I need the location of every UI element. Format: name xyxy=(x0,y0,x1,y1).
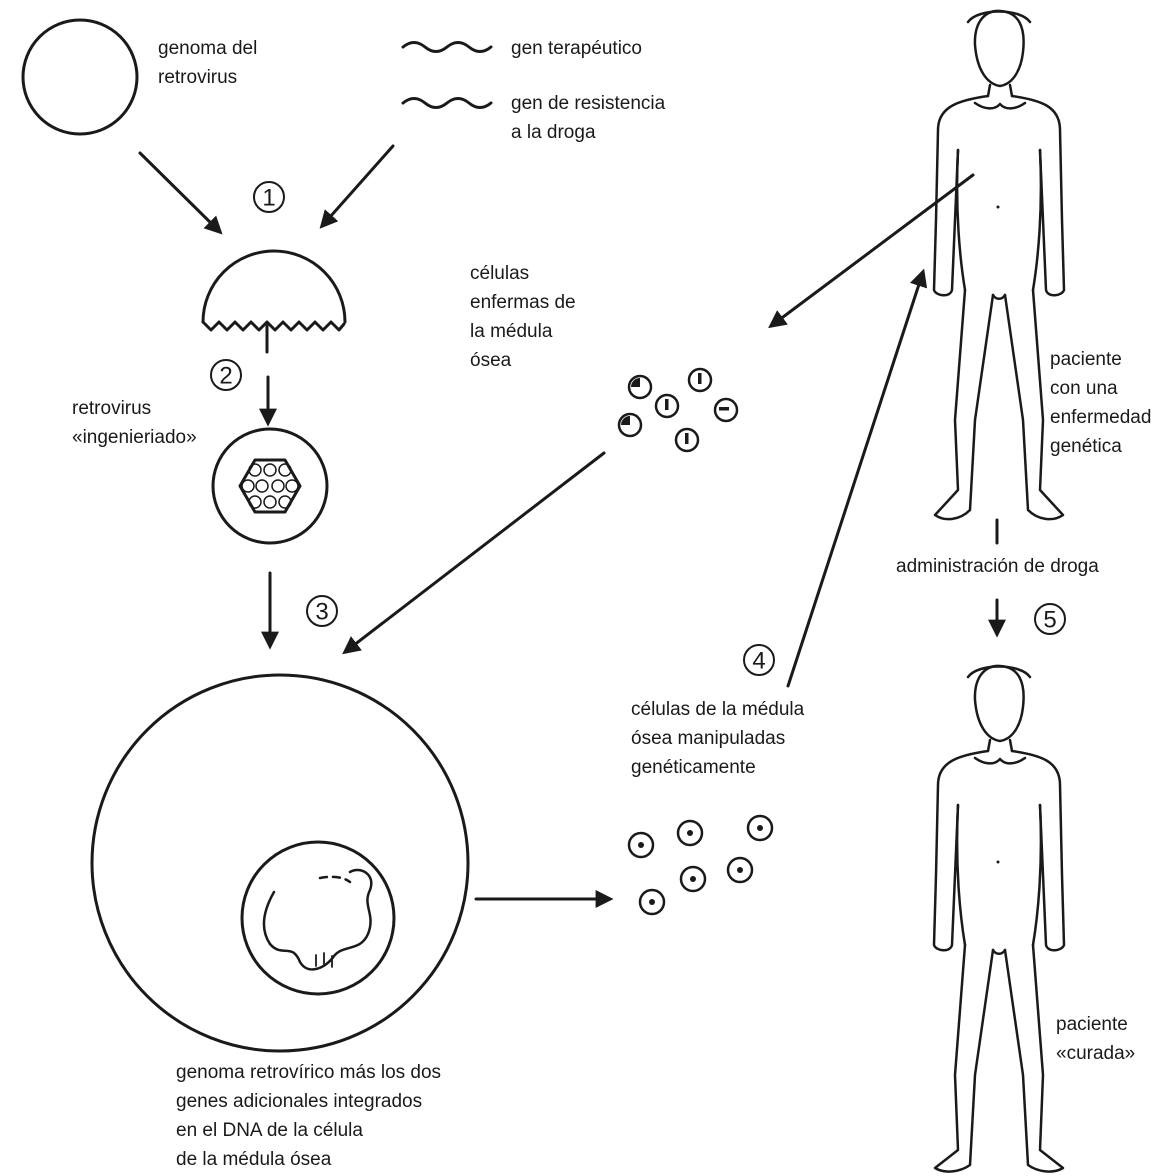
engineered-retrovirus-label: retrovirus «ingenieriado» xyxy=(72,394,197,452)
integrated-genome-label: genoma retrovírico más los dos genes adi… xyxy=(176,1058,441,1174)
diseased-cells-label: células enfermas de la médula ósea xyxy=(470,259,576,375)
manipulated-cells-label: células de la médula ósea manipuladas ge… xyxy=(631,695,804,782)
cured-patient-navel xyxy=(997,861,1000,864)
engineered-retrovirus-circle xyxy=(213,429,327,543)
step-5-number: 5 xyxy=(1043,607,1056,634)
patient-with-disease-label: paciente con una enfermedad genética xyxy=(1050,345,1151,461)
cured-patient-label: paciente «curada» xyxy=(1056,1010,1135,1068)
resistance-gene-squiggle xyxy=(403,99,491,108)
bone-marrow-cell xyxy=(92,675,468,1051)
resistance-gene-label: gen de resistencia a la droga xyxy=(511,89,665,147)
arrow-patient-to-diseased-cells xyxy=(771,175,973,326)
step-4-number: 4 xyxy=(752,648,765,675)
patient-navel xyxy=(997,206,1000,209)
arrow-diseased-cells-to-cell xyxy=(345,453,604,652)
retrovirus-genome-label: genoma del retrovirus xyxy=(158,34,257,92)
retrovirus-genome-circle xyxy=(23,20,137,134)
step-3-number: 3 xyxy=(315,599,328,626)
step-1-number: 1 xyxy=(262,185,275,212)
patient-with-disease-figure xyxy=(934,11,1064,519)
arrow-manipulated-cells-to-patient xyxy=(788,272,923,686)
arrow-genome-to-capsid xyxy=(140,153,220,232)
integrated-dna xyxy=(264,870,371,969)
capsid-jagged-edge xyxy=(203,322,344,330)
therapeutic-gene-label: gen terapéutico xyxy=(511,34,642,63)
therapeutic-gene-squiggle xyxy=(403,43,491,52)
half-capsid xyxy=(203,251,345,322)
drug-administration-label: administración de droga xyxy=(896,552,1099,581)
cured-patient-figure xyxy=(934,666,1064,1172)
step-2-number: 2 xyxy=(219,363,232,390)
arrow-genes-to-capsid xyxy=(322,146,393,226)
manipulated-cells-cluster xyxy=(629,816,772,914)
integrated-dna-dashed xyxy=(320,877,350,882)
